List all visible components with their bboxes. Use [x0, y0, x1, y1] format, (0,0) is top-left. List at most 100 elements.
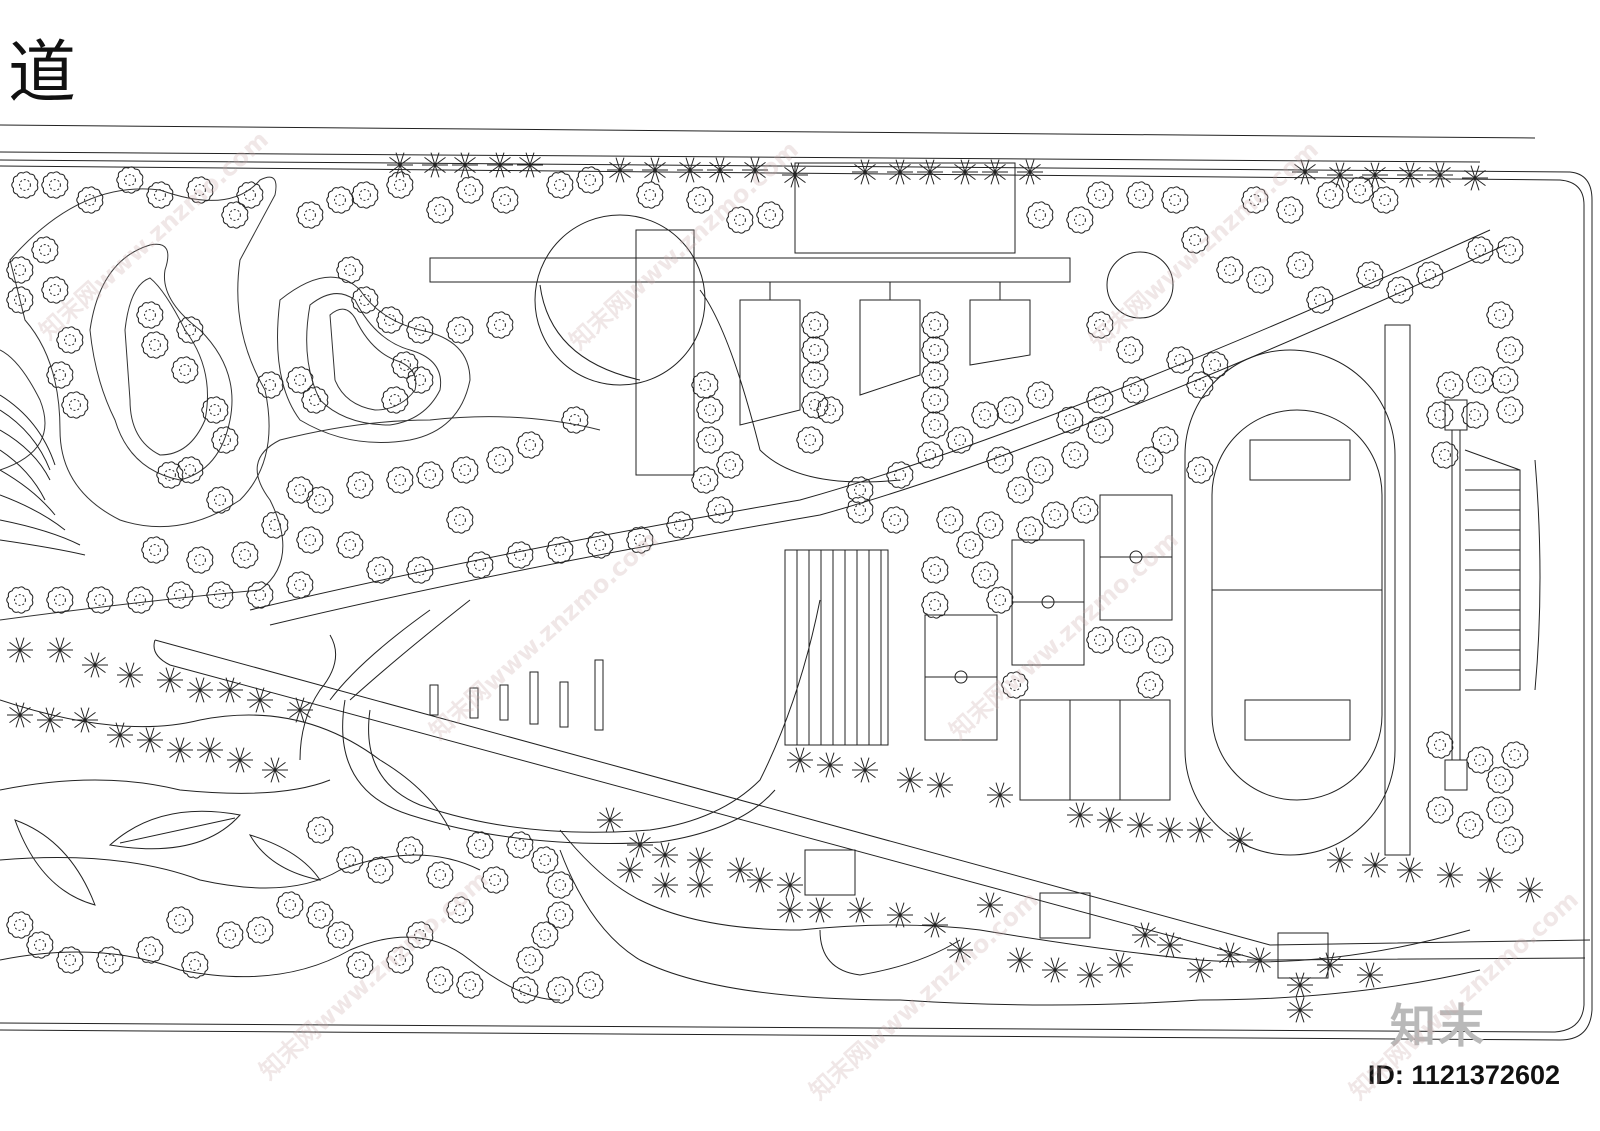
- tree-center: [555, 545, 566, 556]
- tree-center: [1505, 345, 1516, 356]
- palm-symbol: [187, 678, 213, 703]
- palm-symbol: [852, 160, 878, 185]
- tree-symbol: [847, 497, 873, 523]
- tree-symbol: [922, 337, 948, 363]
- tree-symbol: [42, 172, 68, 198]
- trees-layer: [7, 167, 1528, 1003]
- tree-center: [1035, 210, 1046, 221]
- tree-symbol: [1202, 352, 1228, 378]
- palm-symbol: [1362, 853, 1388, 878]
- tree-center: [65, 335, 76, 346]
- tree-symbol: [1087, 417, 1113, 443]
- tree-center: [40, 245, 51, 256]
- tree-symbol: [1462, 402, 1488, 428]
- tree-symbol: [1167, 347, 1193, 373]
- tree-center: [1195, 380, 1206, 391]
- tree-symbol: [547, 872, 573, 898]
- palm-symbol: [1462, 166, 1488, 191]
- palm-symbol: [677, 158, 703, 183]
- tree-center: [1475, 755, 1486, 766]
- tree-center: [185, 465, 196, 476]
- tree-symbol: [1162, 187, 1188, 213]
- tree-symbol: [287, 477, 313, 503]
- tree-symbol: [337, 532, 363, 558]
- tree-center: [1095, 320, 1106, 331]
- tree-symbol: [452, 457, 478, 483]
- drawing-title: 道: [8, 34, 77, 113]
- tree-symbol: [307, 487, 333, 513]
- palm-symbol: [852, 758, 878, 783]
- tree-center: [1035, 390, 1046, 401]
- tree-symbol: [937, 507, 963, 533]
- tree-center: [65, 955, 76, 966]
- tree-center: [895, 470, 906, 481]
- tree-center: [540, 930, 551, 941]
- tree-center: [315, 910, 326, 921]
- tree-symbol: [1147, 637, 1173, 663]
- palm-symbol: [917, 160, 943, 185]
- tree-symbol: [922, 557, 948, 583]
- tree-center: [955, 435, 966, 446]
- tree-symbol: [1127, 182, 1153, 208]
- tree-center: [985, 520, 996, 531]
- tree-center: [455, 515, 466, 526]
- tree-center: [125, 175, 136, 186]
- tree-symbol: [137, 937, 163, 963]
- tree-center: [495, 455, 506, 466]
- tree-symbol: [182, 952, 208, 978]
- tree-center: [1130, 385, 1141, 396]
- palm-symbol: [687, 873, 713, 898]
- tree-symbol: [1117, 627, 1143, 653]
- tree-symbol: [62, 392, 88, 418]
- tree-symbol: [47, 587, 73, 613]
- tree-symbol: [77, 187, 103, 213]
- tree-center: [1295, 260, 1306, 271]
- tree-symbol: [337, 257, 363, 283]
- tree-center: [230, 210, 241, 221]
- tree-center: [175, 590, 186, 601]
- tree-symbol: [1242, 187, 1268, 213]
- tree-symbol: [247, 582, 273, 608]
- tree-center: [495, 320, 506, 331]
- palm-symbol: [627, 833, 653, 858]
- tree-symbol: [327, 922, 353, 948]
- tree-center: [855, 485, 866, 496]
- tree-center: [1010, 680, 1021, 691]
- palm-symbol: [7, 638, 33, 663]
- tree-center: [810, 370, 821, 381]
- tree-symbol: [707, 497, 733, 523]
- tree-symbol: [1277, 197, 1303, 223]
- tree-symbol: [177, 457, 203, 483]
- tree-symbol: [507, 832, 533, 858]
- tree-center: [20, 180, 31, 191]
- tree-symbol: [922, 412, 948, 438]
- tree-symbol: [482, 867, 508, 893]
- palm-symbol: [617, 858, 643, 883]
- tree-center: [930, 345, 941, 356]
- tree-symbol: [957, 532, 983, 558]
- tree-symbol: [507, 542, 533, 568]
- tree-center: [375, 865, 386, 876]
- tree-symbol: [972, 562, 998, 588]
- tree-symbol: [1007, 477, 1033, 503]
- tree-center: [1160, 435, 1171, 446]
- tree-symbol: [547, 172, 573, 198]
- palm-symbol: [1157, 818, 1183, 843]
- tree-symbol: [247, 917, 273, 943]
- road-boundary: [0, 125, 1592, 1040]
- tree-center: [155, 190, 166, 201]
- tree-symbol: [547, 977, 573, 1003]
- palm-symbol: [47, 638, 73, 663]
- tree-center: [1095, 635, 1106, 646]
- tree-center: [1475, 245, 1486, 256]
- tree-symbol: [257, 372, 283, 398]
- palm-symbol: [1227, 828, 1253, 853]
- tree-symbol: [1027, 202, 1053, 228]
- tree-center: [585, 980, 596, 991]
- tree-center: [1255, 275, 1266, 286]
- tree-center: [1440, 450, 1451, 461]
- tree-symbol: [1487, 302, 1513, 328]
- tree-center: [825, 405, 836, 416]
- palm-symbol: [227, 748, 253, 773]
- palm-symbol: [922, 913, 948, 938]
